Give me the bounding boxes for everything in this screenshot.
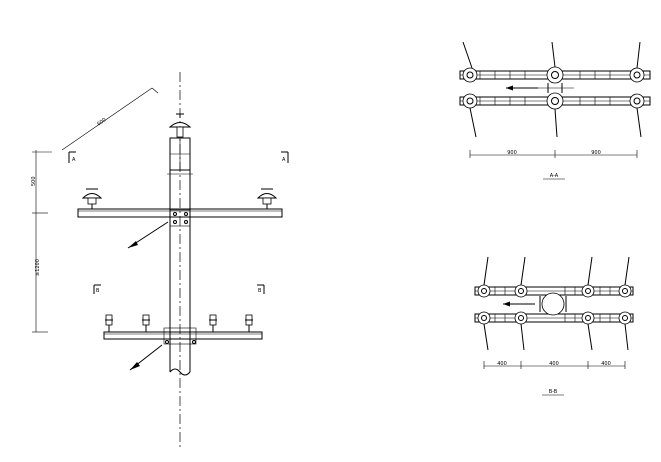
pole-top-bracket (169, 137, 191, 171)
svg-text:400: 400 (549, 361, 559, 367)
lower-crossarm (103, 327, 263, 345)
svg-text:600: 600 (96, 117, 107, 127)
section-marker-a-right: A (281, 151, 289, 163)
bb-pole-section (503, 292, 567, 316)
svg-text:400: 400 (601, 361, 611, 367)
bb-conductors (483, 256, 630, 351)
upper-insulator-right (256, 188, 278, 209)
lower-insulator-4 (245, 314, 253, 332)
aa-center-clamp (506, 83, 574, 93)
svg-text:900: 900 (507, 150, 517, 156)
lower-section-arrow (129, 344, 163, 371)
lower-insulator-2 (142, 314, 150, 332)
aa-conductors (462, 41, 642, 138)
svg-text:900: 900 (591, 150, 601, 156)
aa-section-title: A-A (543, 173, 565, 180)
svg-text:≥1200: ≥1200 (35, 259, 41, 276)
upper-crossarm (77, 208, 283, 227)
svg-text:B: B (96, 288, 100, 294)
section-aa-view: 900 900 A-A (459, 41, 651, 180)
svg-text:400: 400 (497, 361, 507, 367)
pole-elevation: A A B B 600 500 ≥1 (31, 72, 289, 450)
section-marker-b-left: B (93, 284, 101, 294)
section-marker-a-left: A (68, 151, 76, 163)
bb-section-title: B-B (542, 389, 564, 396)
section-bb-view: 400 400 400 B-B (474, 256, 634, 396)
diagonal-dimension: 600 (61, 87, 159, 151)
svg-text:500: 500 (31, 176, 37, 186)
lower-insulator-3 (209, 314, 217, 332)
aa-dimension-line: 900 900 (469, 150, 638, 158)
svg-text:A: A (72, 157, 76, 163)
vertical-dimension-chain: 500 ≥1200 (31, 150, 52, 333)
svg-text:A-A: A-A (550, 173, 559, 179)
section-marker-b-right: B (257, 284, 265, 294)
svg-text:A: A (282, 157, 286, 163)
upper-insulator-left (81, 188, 103, 209)
svg-text:B-B: B-B (549, 389, 558, 395)
bb-dimension-line: 400 400 400 (483, 361, 626, 369)
lower-insulator-1 (105, 314, 113, 332)
pole-break-line (169, 368, 191, 376)
aa-insulators (462, 66, 645, 110)
upper-section-arrow (127, 221, 169, 249)
top-pin-insulator (168, 113, 192, 138)
svg-text:B: B (258, 288, 262, 294)
